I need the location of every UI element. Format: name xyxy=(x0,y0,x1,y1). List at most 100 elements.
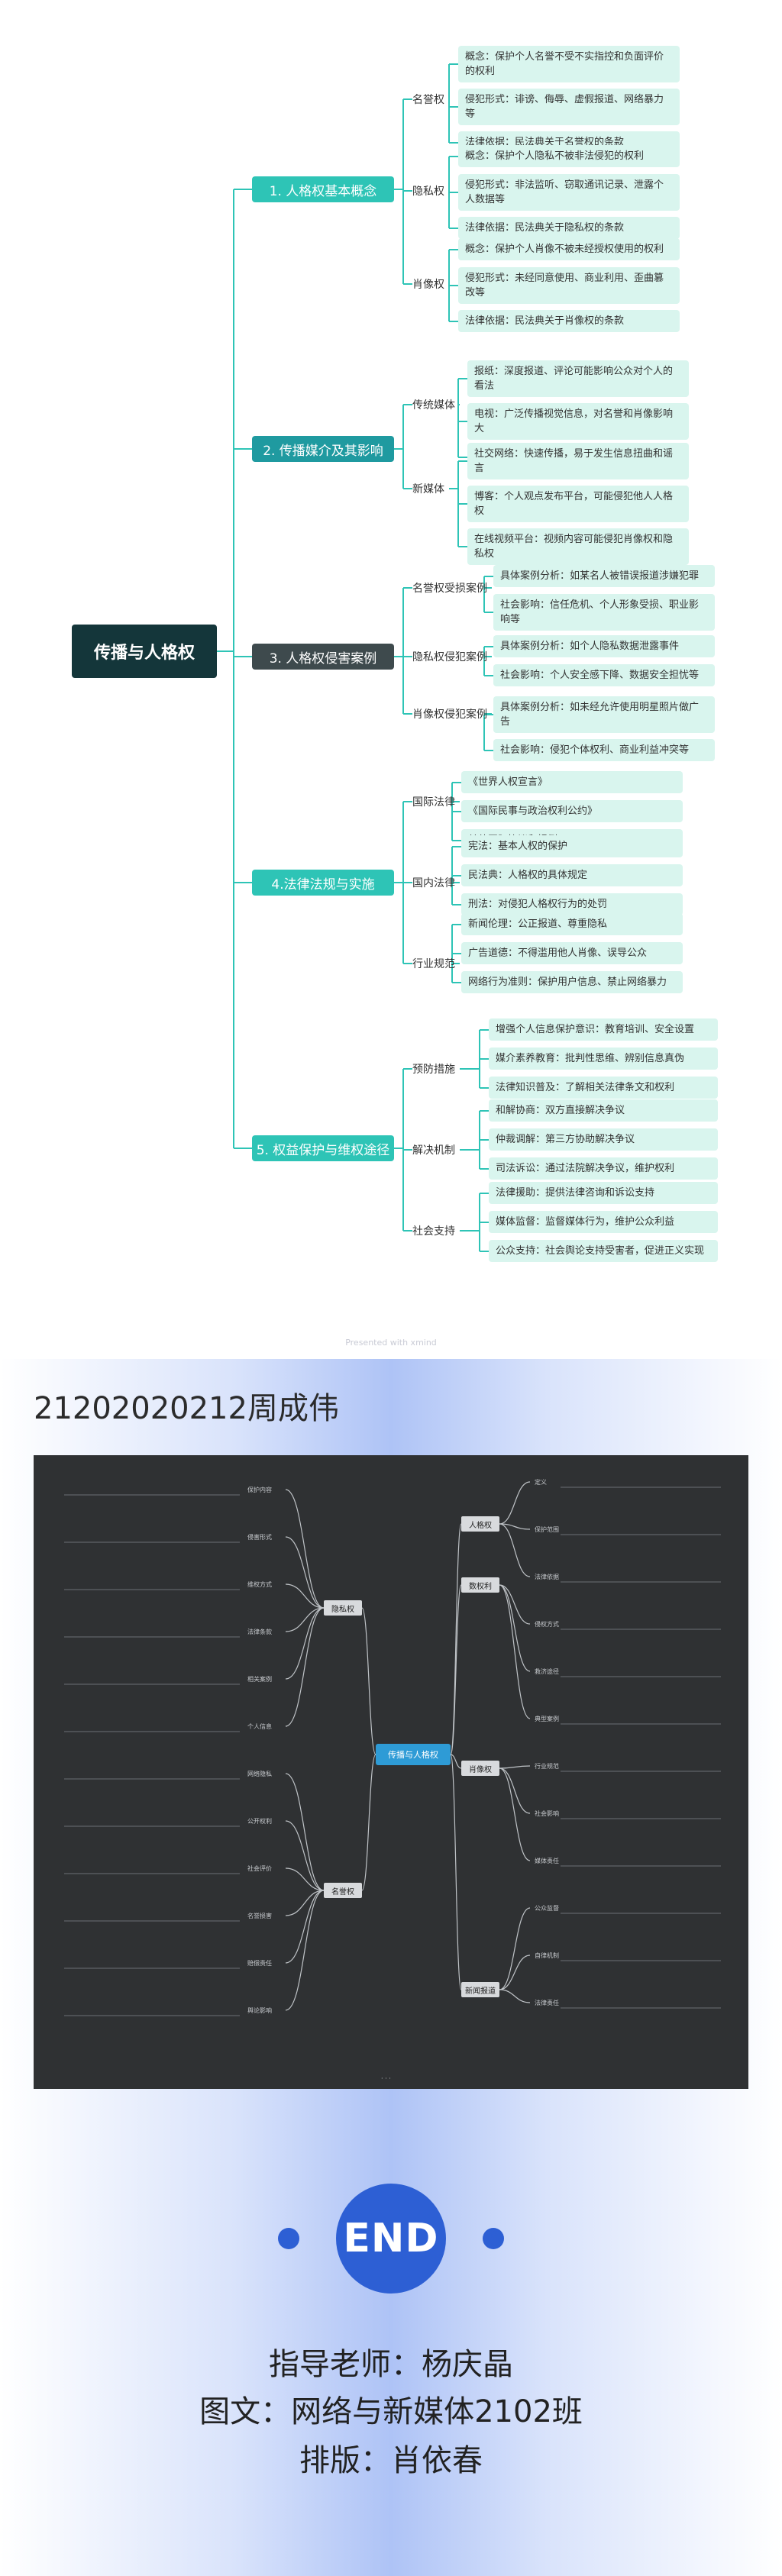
branch-5-sub-3-leaf-2: 媒体监督：监督媒体行为，维护公众利益 xyxy=(489,1211,718,1233)
screenshot-leaf-line xyxy=(499,1584,531,1672)
branch-4-sub-3-leaf-1: 新闻伦理：公正报道、尊重隐私 xyxy=(461,913,683,935)
screenshot-branch-line xyxy=(450,1754,462,1769)
screenshot-leaf-line xyxy=(285,1890,325,1964)
screenshot-branch-line xyxy=(361,1607,376,1755)
screenshot-right-node-4: 新闻报道 xyxy=(461,1982,499,1997)
screenshot-right-text-9: 媒体责任 xyxy=(535,1858,559,1864)
branch-4[interactable]: 4.法律法规与实施 xyxy=(252,870,394,896)
screenshot-center-node: 传播与人格权 xyxy=(376,1744,451,1765)
screenshot-left-text-6: 个人信息 xyxy=(247,1723,272,1730)
branch-5-sub-3[interactable]: 社会支持 xyxy=(412,1225,455,1238)
branch-3-sub-3-leaf-1: 具体案例分析：如未经允许使用明星照片做广告 xyxy=(493,696,715,733)
branch-5[interactable]: 5. 权益保护与维权途径 xyxy=(252,1135,394,1161)
branch-4-sub-2-leaf-1: 宪法：基本人权的保护 xyxy=(461,835,683,857)
branch-4-sub-3-leaf-3: 网络行为准则：保护用户信息、禁止网络暴力 xyxy=(461,971,683,993)
branch-2-sub-2-leaf-2: 博客：个人观点发布平台，可能侵犯他人人格权 xyxy=(467,486,689,522)
branch-1[interactable]: 1. 人格权基本概念 xyxy=(252,176,394,202)
screenshot-left-text-8: 公开权利 xyxy=(247,1818,272,1825)
end-dot-left xyxy=(278,2228,299,2249)
screenshot-leaf-line xyxy=(285,1867,325,1891)
screenshot-branch-line xyxy=(361,1754,376,1891)
branch-1-sub-3-leaf-3: 法律依据：民法典关于肖像权的条款 xyxy=(458,310,680,332)
screenshot-left-text-5: 相关案例 xyxy=(247,1676,272,1683)
screenshot-leaf-line xyxy=(499,1989,531,2003)
branch-3[interactable]: 3. 人格权侵害案例 xyxy=(252,644,394,670)
screenshot-branch-line xyxy=(450,1754,462,1990)
screenshot-left-text-12: 舆论影响 xyxy=(247,2007,272,2014)
screenshot-right-text-10: 公众监督 xyxy=(535,1905,559,1912)
screenshot-left-text-7: 网络隐私 xyxy=(247,1771,272,1777)
branch-4-sub-2[interactable]: 国内法律 xyxy=(412,877,455,889)
screenshot-leaf-line xyxy=(285,1890,325,1916)
branch-2[interactable]: 2. 传播媒介及其影响 xyxy=(252,436,394,462)
screenshot-leaf-line xyxy=(499,1584,531,1719)
screenshot-leaf-line xyxy=(285,1890,325,2011)
screenshot-leaf-line xyxy=(499,1955,531,1990)
screenshot-right-text-12: 法律责任 xyxy=(535,2000,559,2006)
branch-5-sub-2-leaf-1: 和解协商：双方直接解决争议 xyxy=(489,1099,718,1122)
branch-1-sub-3[interactable]: 肖像权 xyxy=(412,279,444,291)
screenshot-right-text-4: 侵权方式 xyxy=(535,1621,559,1628)
screenshot-right-node-3: 肖像权 xyxy=(461,1761,499,1776)
branch-1-sub-3-leaf-1: 概念：保护个人肖像不被未经授权使用的权利 xyxy=(458,238,680,260)
branch-2-sub-2-leaf-1: 社交网络：快速传播，易于发生信息扭曲和谣言 xyxy=(467,443,689,479)
branch-1-sub-2-leaf-2: 侵犯形式：非法监听、窃取通讯记录、泄露个人数据等 xyxy=(458,174,680,211)
screenshot-branch-line xyxy=(450,1584,462,1755)
branch-4-sub-2-leaf-2: 民法典：人格权的具体规定 xyxy=(461,864,683,886)
branch-5-sub-1[interactable]: 预防措施 xyxy=(412,1064,455,1076)
branch-1-sub-3-leaf-2: 侵犯形式：未经同意使用、商业利用、歪曲篡改等 xyxy=(458,267,680,304)
branch-5-sub-1-leaf-1: 增强个人信息保护意识：教育培训、安全设置 xyxy=(489,1018,718,1041)
mindmap-root[interactable]: 传播与人格权 xyxy=(72,625,217,678)
branch-3-sub-3[interactable]: 肖像权侵犯案例 xyxy=(412,709,487,721)
branch-2-sub-1[interactable]: 传统媒体 xyxy=(412,399,455,412)
end-block: END xyxy=(0,2184,782,2294)
branch-3-sub-1-leaf-2: 社会影响：信任危机、个人形象受损、职业影响等 xyxy=(493,594,715,631)
screenshot-right-text-8: 社会影响 xyxy=(535,1810,559,1817)
screenshot-leaf-line xyxy=(499,1523,531,1577)
screenshot-right-text-7: 行业规范 xyxy=(535,1763,559,1770)
branch-5-sub-2-leaf-3: 司法诉讼：通过法院解决争议，维护权利 xyxy=(489,1157,718,1180)
branch-2-sub-1-leaf-2: 电视：广泛传播视觉信息，对名誉和肖像影响大 xyxy=(467,403,689,440)
screenshot-left-text-3: 维权方式 xyxy=(247,1581,272,1588)
branch-3-sub-2-leaf-2: 社会影响：个人安全感下降、数据安全担忧等 xyxy=(493,664,715,686)
branch-5-sub-3-leaf-3: 公众支持：社会舆论支持受害者，促进正义实现 xyxy=(489,1240,718,1262)
branch-3-sub-1[interactable]: 名誉权受损案例 xyxy=(412,583,487,595)
screenshot-right-text-5: 救济途径 xyxy=(535,1668,559,1675)
branch-5-sub-2[interactable]: 解决机制 xyxy=(412,1144,455,1157)
branch-2-sub-1-leaf-1: 报纸：深度报道、评论可能影响公众对个人的看法 xyxy=(467,360,689,397)
screenshot-right-text-1: 定义 xyxy=(535,1479,547,1486)
credit-layout: 排版：肖依春 xyxy=(299,2443,483,2478)
end-badge: END xyxy=(336,2184,446,2294)
branch-4-sub-2-leaf-3: 刑法：对侵犯人格权行为的处罚 xyxy=(461,893,683,915)
branch-3-sub-2-leaf-1: 具体案例分析：如个人隐私数据泄露事件 xyxy=(493,635,715,657)
screenshot-left-node-1: 隐私权 xyxy=(324,1600,362,1616)
screenshot-leaf-line xyxy=(499,1907,531,1990)
branch-1-sub-2[interactable]: 隐私权 xyxy=(412,186,444,198)
branch-4-sub-1-leaf-1: 《世界人权宣言》 xyxy=(461,771,683,793)
screenshot-leaf-line xyxy=(499,1584,531,1625)
branch-4-sub-3[interactable]: 行业规范 xyxy=(412,958,455,970)
screenshot-footer: · · · xyxy=(381,2075,391,2082)
screenshot-right-text-11: 自律机制 xyxy=(535,1952,559,1959)
screenshot-left-text-11: 赔偿责任 xyxy=(247,1960,272,1967)
screenshot-leaf-line xyxy=(285,1607,325,1680)
screenshot-leaf-line xyxy=(499,1765,531,1769)
student-title: 21202020212周成伟 xyxy=(34,1391,339,1426)
screenshot-left-text-2: 侵害形式 xyxy=(247,1534,272,1541)
screenshot-leaf-line xyxy=(499,1523,531,1530)
branch-1-sub-2-leaf-1: 概念：保护个人隐私不被非法侵犯的权利 xyxy=(458,145,680,167)
branch-1-sub-1[interactable]: 名誉权 xyxy=(412,94,444,106)
screenshot-leaf-line xyxy=(285,1536,325,1609)
end-dot-right xyxy=(483,2228,504,2249)
branch-3-sub-2[interactable]: 隐私权侵犯案例 xyxy=(412,651,487,663)
screenshot-leaf-line xyxy=(285,1607,325,1632)
watermark: Presented with xmind xyxy=(345,1338,437,1348)
screenshot-connectors xyxy=(64,1481,721,2016)
branch-4-sub-1[interactable]: 国际法律 xyxy=(412,796,455,809)
branch-2-sub-2-leaf-3: 在线视频平台：视频内容可能侵犯肖像权和隐私权 xyxy=(467,528,689,565)
branch-2-sub-2[interactable]: 新媒体 xyxy=(412,483,444,496)
screenshot-leaf-line xyxy=(285,1489,325,1609)
branch-4-sub-1-leaf-2: 《国际民事与政治权利公约》 xyxy=(461,800,683,822)
screenshot-leaf-line xyxy=(285,1583,325,1609)
screenshot-leaf-line xyxy=(499,1767,531,1861)
